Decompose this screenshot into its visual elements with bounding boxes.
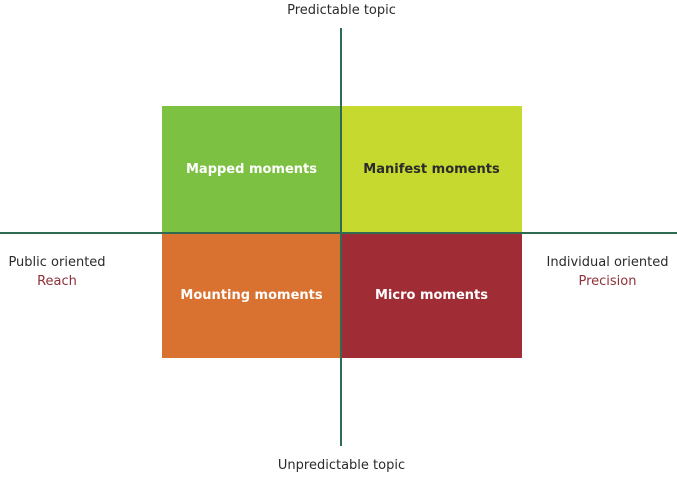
axis-right-label: Individual oriented Precision	[538, 253, 677, 291]
quadrant-mapped-moments: Mapped moments	[162, 106, 341, 233]
axis-left-sub: Reach	[37, 274, 77, 289]
axis-top-label: Predictable topic	[287, 3, 396, 18]
axis-left-label: Public oriented Reach	[0, 253, 114, 291]
axis-left-main: Public oriented	[8, 255, 106, 270]
vertical-axis-line	[340, 28, 342, 446]
quadrant-manifest-moments: Manifest moments	[341, 106, 522, 233]
axis-right-sub: Precision	[578, 274, 637, 289]
axis-bottom-label: Unpredictable topic	[277, 458, 406, 473]
axis-right-main: Individual oriented	[546, 255, 669, 270]
horizontal-axis-line	[0, 232, 677, 234]
quadrant-mounting-moments: Mounting moments	[162, 233, 341, 358]
quadrant-micro-moments: Micro moments	[341, 233, 522, 358]
